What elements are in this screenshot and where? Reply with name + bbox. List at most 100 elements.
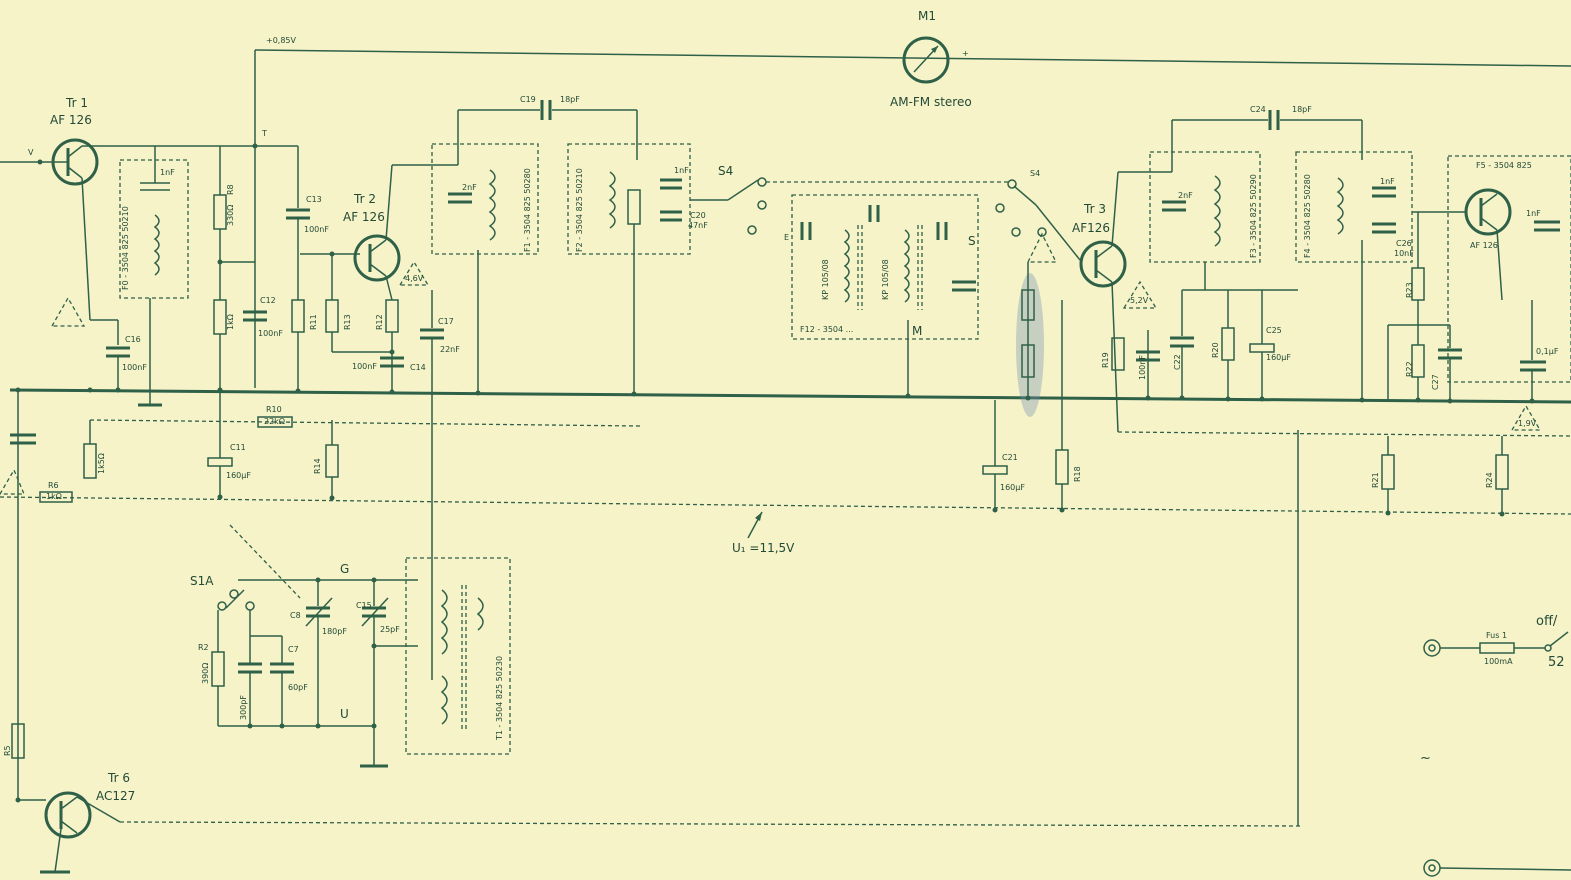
- r10-label: R10: [266, 405, 282, 414]
- resistor-r21: [1381, 436, 1395, 514]
- r21-label: R21: [1371, 472, 1380, 488]
- c14-value: 100nF: [352, 362, 377, 371]
- fuse-label: Fus 1: [1486, 631, 1507, 640]
- input-v-label: V: [28, 148, 34, 157]
- tr1-ref: Tr 1: [65, 96, 88, 110]
- capacitor-c12: [243, 310, 267, 322]
- capacitor-c17: [420, 290, 444, 680]
- meter-ref: M1: [918, 9, 936, 23]
- capacitor-c19: [457, 100, 638, 165]
- r22-label: R22: [1405, 361, 1414, 377]
- ground-rail: [9, 388, 1571, 404]
- resistor-r19: [1111, 337, 1125, 371]
- capacitor-c22: [1136, 289, 1298, 398]
- test-5-2v: 5,2V: [1130, 296, 1149, 305]
- r6-label: R6: [48, 481, 59, 490]
- r18-label: R18: [1073, 466, 1082, 482]
- r2-label: R2: [198, 643, 209, 652]
- capacitor-01uf: [1520, 300, 1546, 402]
- c25-label: C25: [1266, 326, 1282, 335]
- pos-m: M: [912, 324, 922, 338]
- transistor-tr4: [1412, 188, 1512, 301]
- tr2-type: AF 126: [343, 210, 385, 224]
- c8-label: C8: [290, 611, 301, 620]
- c7-label: C7: [288, 645, 299, 654]
- resistor-r5: [11, 723, 25, 759]
- capacitor-c25: [1249, 290, 1275, 398]
- c11-label: C11: [230, 443, 246, 452]
- supply-voltage: U₁ =11,5V: [732, 541, 795, 555]
- f3-cap-value: 2nF: [1178, 191, 1193, 200]
- c11-value: 160µF: [226, 471, 251, 480]
- coil-f4-label: F4 - 3504 825 50280: [1303, 174, 1312, 258]
- meter-plus: +: [962, 49, 969, 58]
- coil-f0: [119, 146, 189, 299]
- c25-value: 160µF: [1266, 353, 1291, 362]
- c19-label: C19: [520, 95, 536, 104]
- ac-tilde: ~: [1420, 751, 1431, 766]
- capacitor-c6: [238, 636, 262, 726]
- test-triangle-tr3: [1122, 280, 1158, 309]
- stained-resistors: [1016, 262, 1069, 510]
- transistor-tr6: [18, 791, 121, 874]
- test-point-t: T: [261, 129, 267, 138]
- fuse-value: 100mA: [1484, 657, 1513, 666]
- c13-value: 100nF: [304, 225, 329, 234]
- c22-label: C22: [1173, 354, 1182, 370]
- capacitor-c13: [286, 146, 310, 300]
- r7-value: 1k5Ω: [97, 453, 106, 474]
- tr2-ref: Tr 2: [353, 192, 376, 206]
- capacitor-c11: [207, 457, 233, 500]
- coil-f3-label: F3 - 3504 825 50290: [1249, 174, 1258, 258]
- c27-label: C27: [1431, 374, 1440, 390]
- pos-g: G: [340, 562, 349, 576]
- coil-f4: [1295, 151, 1413, 402]
- c12-label: C12: [260, 296, 276, 305]
- coil-t1-label: T1 - 3504 825 50230: [495, 656, 504, 741]
- supply-arrow: [747, 511, 763, 539]
- top-rail-voltage: +0,85V: [266, 36, 297, 45]
- r5-label: R5: [3, 745, 12, 756]
- transistor-tr2: [353, 164, 458, 301]
- coil-f12-label: F12 - 3504 ...: [800, 325, 853, 334]
- r24-label: R24: [1485, 472, 1494, 488]
- r20-label: R20: [1211, 342, 1220, 358]
- switch-s1a: [211, 524, 418, 727]
- coil-f3: [1149, 151, 1261, 290]
- r11-label: R11: [309, 314, 318, 330]
- capacitor-c15-trimmer: [360, 580, 418, 768]
- resistor-r11: [291, 299, 305, 390]
- switch-s4-second: [995, 179, 1081, 263]
- kp2-label: KP 105/08: [881, 259, 890, 300]
- c14-label: C14: [410, 363, 426, 372]
- c26-label: C26: [1396, 239, 1412, 248]
- resistor-r8: [155, 145, 298, 300]
- ground-symbol-1: [138, 298, 162, 407]
- c16-label: C16: [125, 335, 141, 344]
- resistor-r10: [257, 416, 293, 428]
- f0-cap-value: 1nF: [160, 168, 175, 177]
- c19-value: 18pF: [560, 95, 580, 104]
- c21-value: 160µF: [1000, 483, 1025, 492]
- coil-f5-label: F5 - 3504 825: [1476, 161, 1532, 170]
- tr1-type: AF 126: [50, 113, 92, 127]
- c24-value: 18pF: [1292, 105, 1312, 114]
- coil-f2-label: F2 - 3504 825 50210: [575, 168, 584, 252]
- c23-label: 100nF: [1138, 355, 1147, 380]
- transistor-tr1: [0, 138, 155, 321]
- c26-value: 10nF: [1394, 249, 1414, 258]
- coil-f5: [1447, 155, 1571, 383]
- pos-u: U: [340, 707, 349, 721]
- test-1-9v: 1,9V: [1518, 419, 1537, 428]
- coil-f12-block: [791, 194, 979, 398]
- r2-value: 390Ω: [201, 663, 210, 684]
- resistor-r23: [1387, 212, 1450, 402]
- test-triangle-left: [50, 296, 86, 327]
- coil-f2: [567, 143, 691, 395]
- tr3-type: AF126: [1072, 221, 1110, 235]
- resistor-r14: [325, 420, 339, 500]
- f5-cap-value: 1nF: [1526, 209, 1541, 218]
- c17-value: 22nF: [440, 345, 460, 354]
- junction-dots: [15, 143, 1535, 803]
- c01-value: 0,1µF: [1536, 347, 1559, 356]
